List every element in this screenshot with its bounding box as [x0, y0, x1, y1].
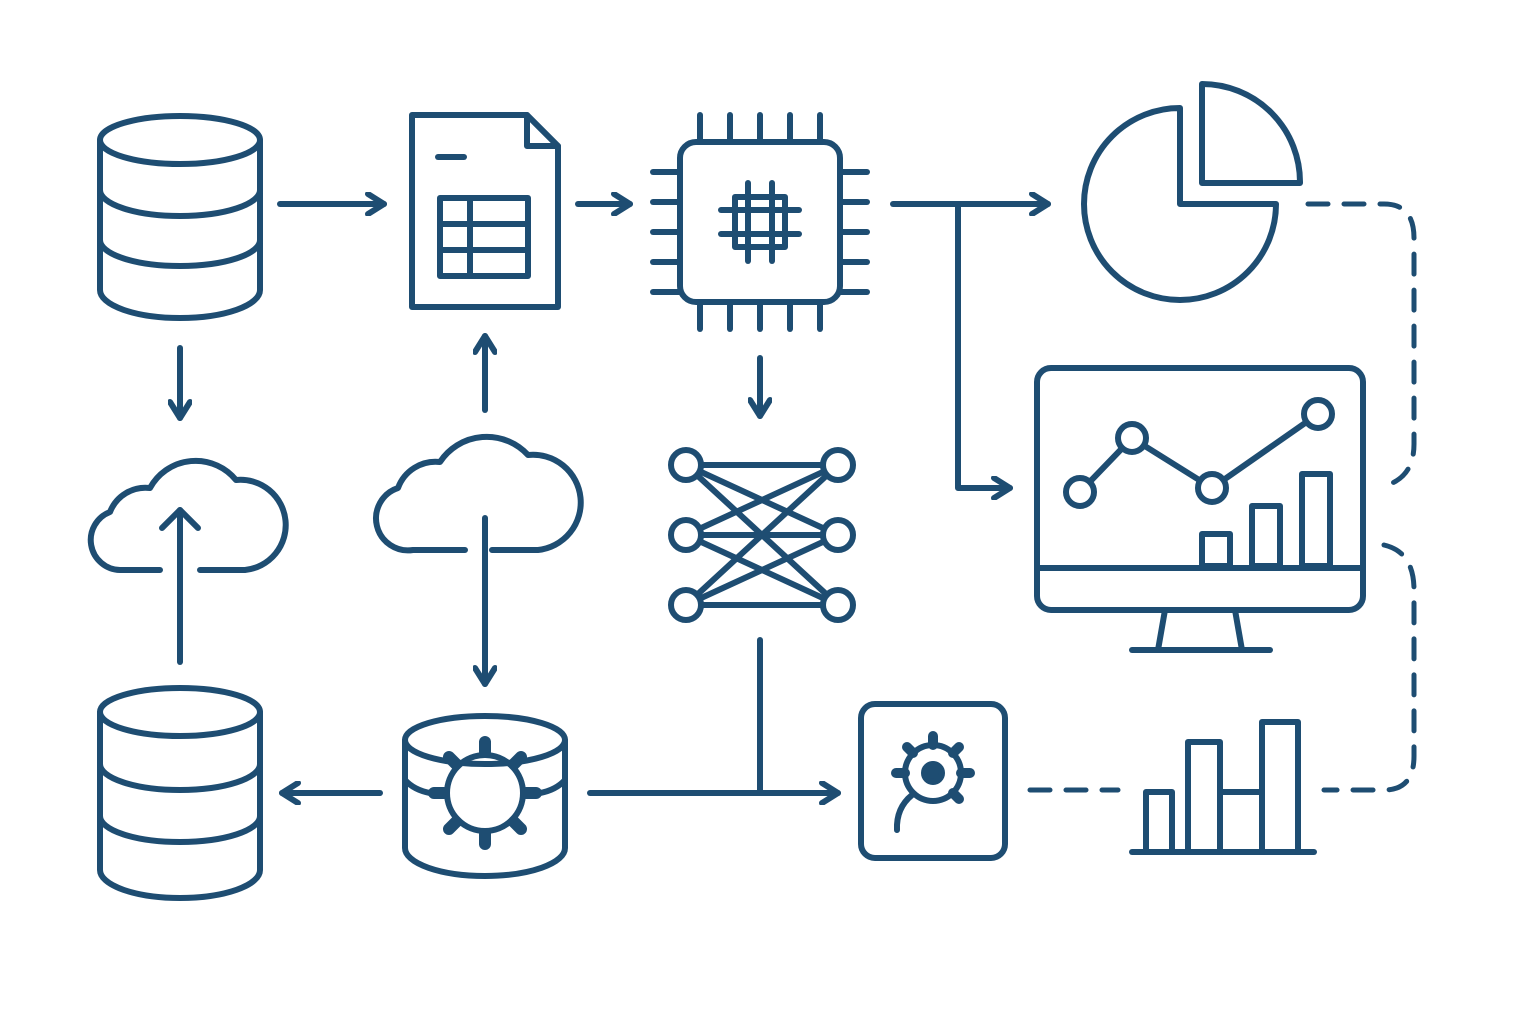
- database-gear-icon: [402, 713, 568, 879]
- arrow-cpu-to-monitor: [955, 201, 1013, 488]
- cpu-chip-icon: [650, 112, 870, 332]
- analytics-monitor-icon: [1034, 365, 1366, 653]
- cloud-icon: [373, 433, 584, 554]
- database-bottom-icon: [97, 685, 263, 901]
- pie-chart-icon: [1081, 81, 1304, 303]
- bar-chart-icon: [1129, 719, 1317, 855]
- dashed-pie-to-monitor: [1305, 201, 1417, 489]
- connection-arrows: [180, 201, 1051, 793]
- dashed-monitor-to-bars: [1321, 542, 1417, 793]
- database-top-icon: [97, 113, 263, 321]
- dashed-connectors: [1027, 201, 1417, 793]
- cloud-upload-icon: [87, 457, 289, 665]
- spreadsheet-document-icon: [409, 112, 561, 310]
- neural-network-icon: [668, 447, 856, 623]
- gear-panel-icon: [858, 701, 1008, 861]
